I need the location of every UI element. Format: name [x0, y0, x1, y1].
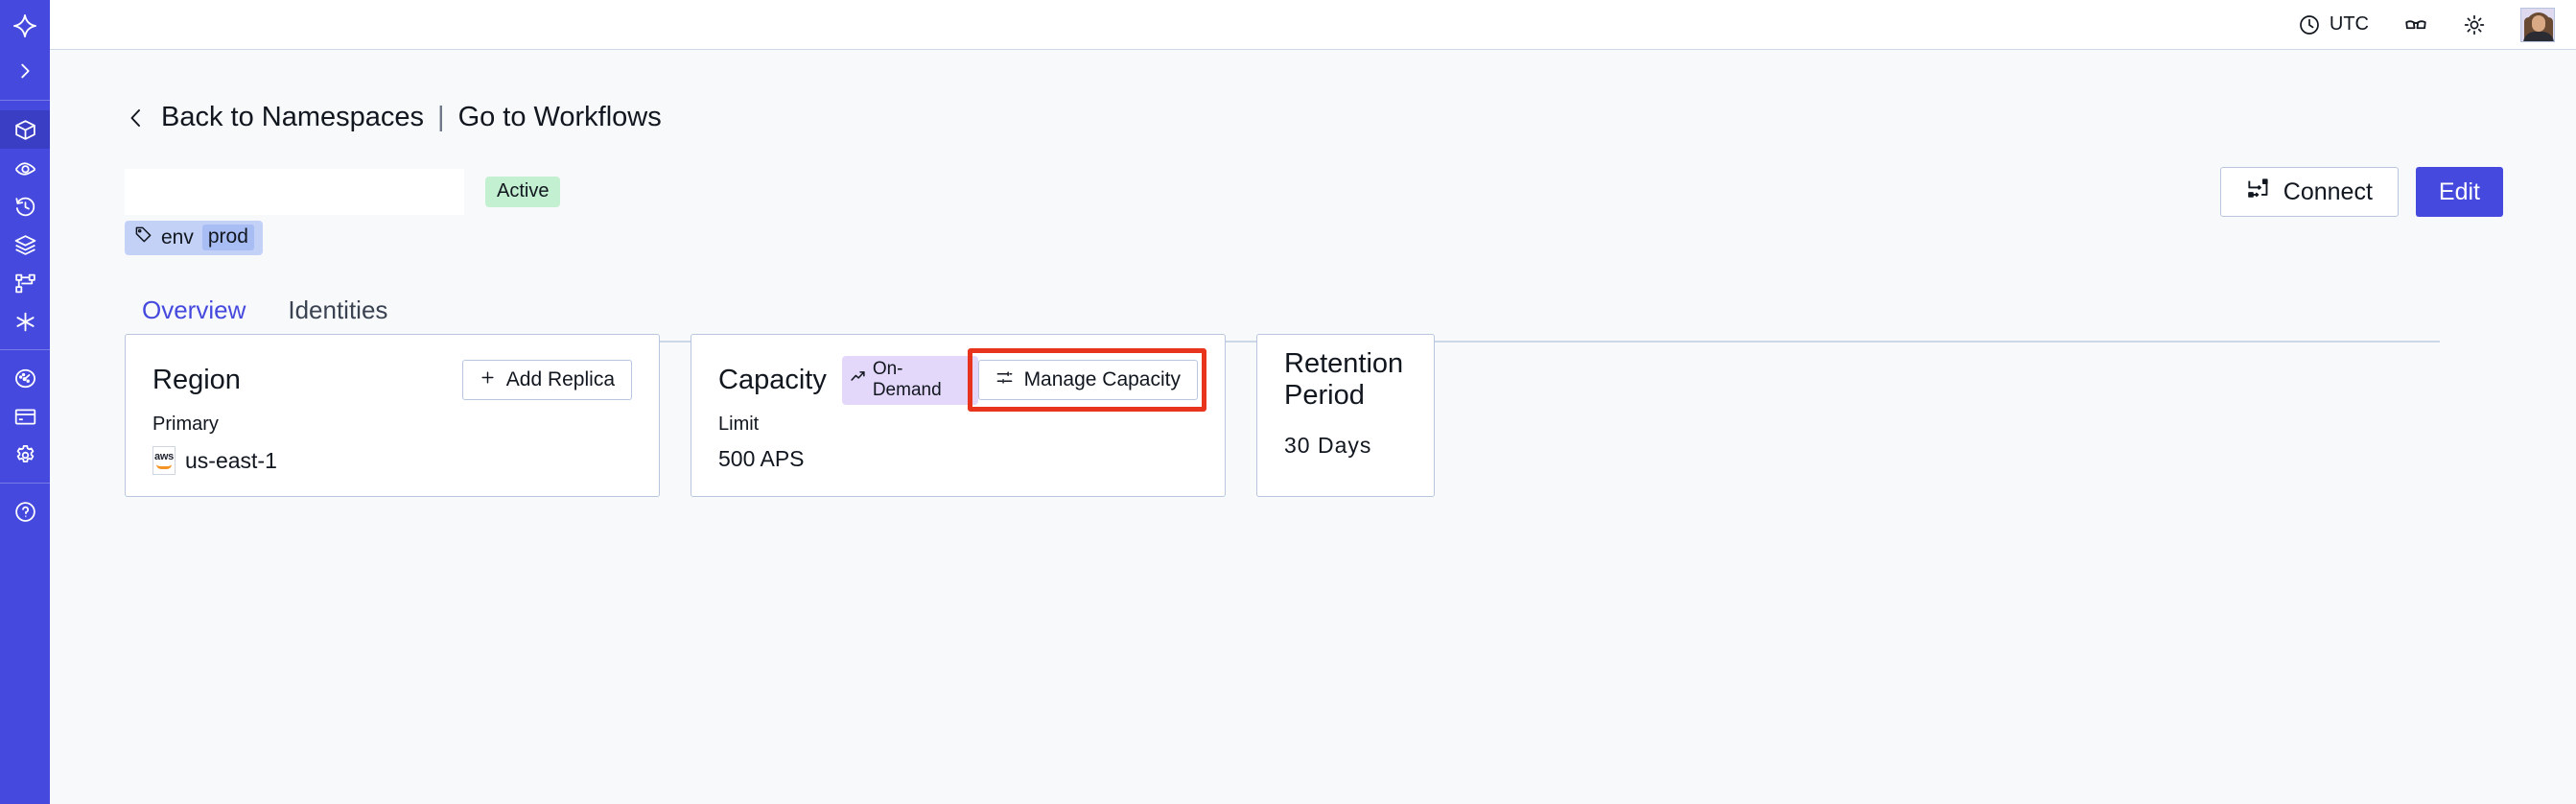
capacity-card-title: Capacity: [718, 364, 827, 395]
breadcrumb: Back to Namespaces | Go to Workflows: [125, 102, 662, 133]
capacity-limit-value: 500 APS: [718, 446, 805, 471]
retention-card-title: Retention Period: [1284, 348, 1404, 411]
sun-icon: [2463, 13, 2486, 36]
capacity-card: Capacity On-Demand: [691, 334, 1226, 497]
avatar-hair-left: [2524, 16, 2533, 41]
sidebar-item-layers[interactable]: [0, 225, 50, 264]
chevron-right-icon: [14, 60, 35, 82]
sidebar-divider-top: [0, 100, 50, 101]
sidebar-item-billing[interactable]: [0, 397, 50, 436]
namespace-tag[interactable]: env prod: [125, 221, 263, 255]
cards-row: Region Add Replica Primary aws us-east-1: [125, 334, 2440, 497]
sidebar: [0, 0, 50, 804]
gear-icon: [13, 443, 37, 467]
region-primary-label: Primary: [152, 414, 219, 435]
sidebar-item-history[interactable]: [0, 187, 50, 225]
tag-icon: [134, 225, 152, 249]
avatar-hair-right: [2544, 16, 2553, 41]
gauge-icon: [13, 367, 37, 390]
region-card-title: Region: [152, 364, 241, 395]
avatar-face: [2532, 14, 2545, 32]
sidebar-item-settings[interactable]: [0, 436, 50, 474]
region-card: Region Add Replica Primary aws us-east-1: [125, 334, 660, 497]
clock-icon: [2298, 13, 2321, 36]
tag-key: env: [161, 225, 194, 248]
asterisk-icon: [13, 310, 37, 334]
sidebar-item-expand[interactable]: [0, 52, 50, 90]
tag-value: prod: [201, 225, 254, 250]
trending-up-icon: [850, 368, 866, 390]
tag-row: env prod: [125, 221, 263, 255]
connector-icon: [2246, 177, 2270, 207]
retention-card-header: Retention Period: [1284, 348, 1407, 411]
retention-value: 30 Days: [1284, 433, 1372, 458]
sidebar-divider-bottom: [0, 483, 50, 484]
region-value: us-east-1: [185, 447, 277, 473]
breadcrumb-workflows-link[interactable]: Go to Workflows: [457, 102, 662, 132]
top-header: UTC: [50, 0, 2576, 50]
region-primary-value-row: aws us-east-1: [152, 446, 632, 475]
sidebar-divider-mid: [0, 349, 50, 350]
layers-icon: [13, 233, 37, 257]
avatar-body: [2523, 31, 2554, 41]
plus-icon: [480, 368, 496, 391]
retention-card: Retention Period 30 Days: [1256, 334, 1435, 497]
title-row: Active Connect Edit: [125, 165, 2503, 219]
connect-label: Connect: [2283, 177, 2373, 205]
tab-identities[interactable]: Identities: [288, 296, 388, 324]
aws-logo-swoosh: [156, 464, 172, 469]
eye-icon: [13, 156, 37, 180]
sidebar-item-logo[interactable]: [0, 0, 50, 52]
glasses-button[interactable]: [2403, 12, 2428, 37]
sidebar-item-usage[interactable]: [0, 359, 50, 397]
git-branch-icon: [13, 272, 37, 296]
glasses-icon: [2403, 12, 2428, 37]
sidebar-item-workflows[interactable]: [0, 264, 50, 302]
on-demand-badge: On-Demand: [841, 355, 978, 405]
manage-capacity-wrap: Manage Capacity: [967, 348, 1206, 412]
on-demand-label: On-Demand: [872, 358, 942, 400]
manage-capacity-button[interactable]: Manage Capacity: [977, 360, 1198, 400]
aws-logo-icon: aws: [152, 446, 176, 475]
capacity-limit-label: Limit: [718, 414, 760, 435]
aws-logo-text: aws: [154, 451, 174, 462]
title-actions: Connect Edit: [2219, 167, 2503, 217]
breadcrumb-back-link[interactable]: Back to Namespaces: [161, 102, 425, 132]
avatar[interactable]: [2520, 7, 2555, 42]
timezone-button[interactable]: UTC: [2298, 13, 2369, 36]
capacity-card-header: Capacity On-Demand: [718, 348, 1206, 412]
sliders-icon: [995, 368, 1014, 392]
sidebar-item-observability[interactable]: [0, 149, 50, 187]
sidebar-item-namespaces[interactable]: [0, 110, 50, 149]
add-replica-label: Add Replica: [505, 368, 615, 390]
main-content: Back to Namespaces | Go to Workflows Act…: [50, 50, 2576, 804]
credit-card-icon: [13, 405, 37, 429]
timezone-label: UTC: [2329, 13, 2369, 35]
connect-button[interactable]: Connect: [2219, 167, 2399, 217]
cube-icon: [13, 118, 37, 142]
breadcrumb-separator: |: [437, 102, 445, 132]
sidebar-item-help[interactable]: [0, 492, 50, 531]
chevron-left-icon[interactable]: [125, 104, 148, 132]
add-replica-button[interactable]: Add Replica: [461, 360, 632, 400]
region-card-header: Region Add Replica: [152, 360, 632, 400]
manage-capacity-label: Manage Capacity: [1023, 368, 1181, 390]
theme-toggle-button[interactable]: [2463, 13, 2486, 36]
sidebar-item-integrations[interactable]: [0, 302, 50, 341]
edit-button[interactable]: Edit: [2415, 167, 2503, 217]
status-badge: Active: [485, 177, 561, 207]
help-circle-icon: [13, 500, 37, 524]
edit-label: Edit: [2438, 177, 2480, 205]
header-actions: UTC: [2298, 7, 2555, 42]
clock-rewind-icon: [13, 195, 37, 219]
temporal-logo-icon: [12, 12, 38, 39]
namespace-name-redacted: [125, 169, 464, 215]
